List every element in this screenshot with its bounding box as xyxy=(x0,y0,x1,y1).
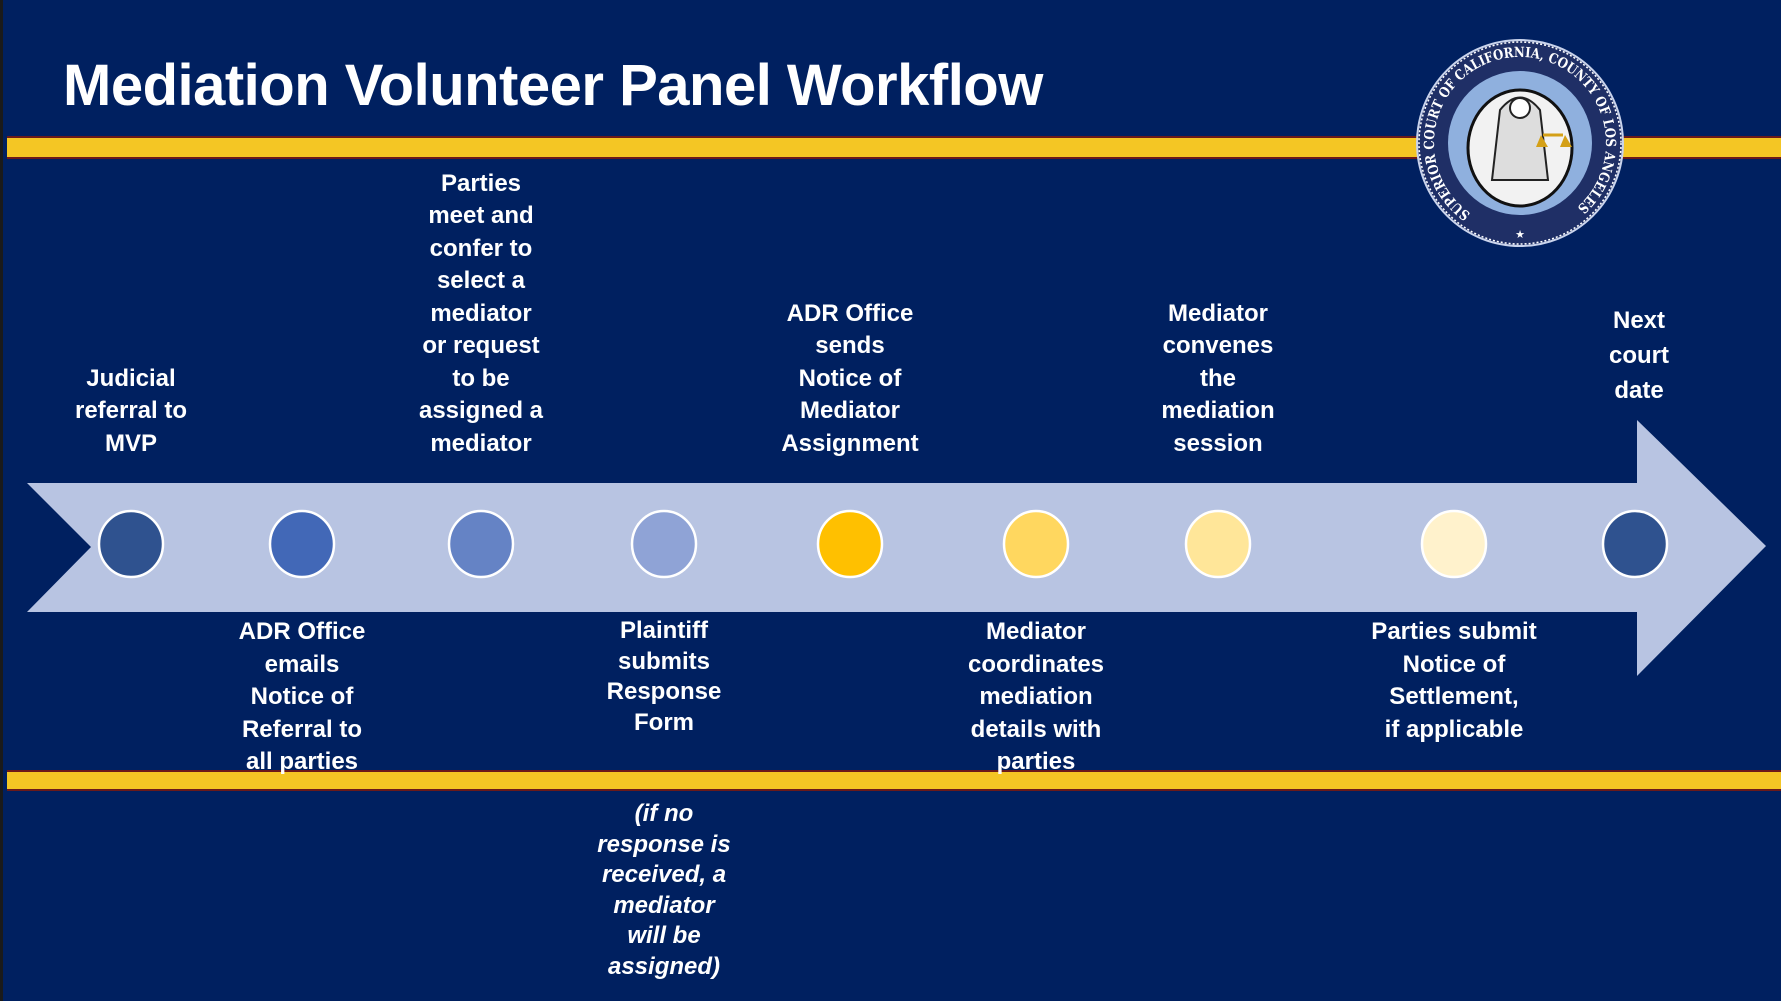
label-line: Referral to xyxy=(241,715,363,743)
label-line: meet and xyxy=(428,202,534,229)
note-line: mediator xyxy=(613,891,715,919)
step-7-marker xyxy=(1184,509,1252,579)
label-line: Mediator xyxy=(985,618,1086,645)
label-line: mediator xyxy=(430,299,532,327)
court-seal: SUPERIOR COURT OF CALIFORNIA, COUNTY OF … xyxy=(1416,39,1624,247)
note-line: received, a xyxy=(601,861,727,888)
step-1-label: Judicial referral to MVP xyxy=(75,363,187,461)
label-line: all parties xyxy=(245,748,359,775)
label-line: Mediator xyxy=(799,397,901,424)
label-line: Notice of xyxy=(250,683,354,710)
step-4-marker xyxy=(630,509,698,579)
label-line: Plaintiff xyxy=(619,617,708,644)
label-line: ADR Office xyxy=(786,299,914,327)
label-line: mediation xyxy=(979,683,1093,710)
label-line: convenes xyxy=(1162,332,1274,359)
step-2-marker xyxy=(268,509,336,579)
step-9-marker xyxy=(1601,509,1669,579)
step-3-marker xyxy=(447,509,515,579)
bottom-gold-divider xyxy=(7,770,1781,791)
label-line: referral to xyxy=(74,397,188,424)
label-line: assigned a xyxy=(418,397,544,424)
label-line: select a xyxy=(436,267,526,294)
step-6-marker xyxy=(1002,509,1070,579)
note-line: assigned) xyxy=(607,952,721,980)
label-line: or request xyxy=(422,332,540,359)
label-line: submits xyxy=(617,647,711,675)
workflow-arrow-diagram: SUPERIOR COURT OF CALIFORNIA, COUNTY OF … xyxy=(27,39,1766,676)
label-line: confer to xyxy=(429,234,533,262)
note-line: response is xyxy=(597,830,731,858)
label-line: Notice of xyxy=(1402,650,1506,678)
label-line: to be xyxy=(452,364,510,392)
step-4-note: (if no response is received, a mediator will… xyxy=(597,799,730,982)
step-1-marker xyxy=(97,509,165,579)
label-line: Next xyxy=(1612,307,1666,334)
label-line: session xyxy=(1173,429,1263,457)
step-7-label: Mediator convenes the mediation session xyxy=(1161,298,1274,461)
label-line: Mediator xyxy=(1167,299,1268,327)
label-line: sends xyxy=(815,332,885,359)
step-6-label: Mediator coordinates mediation details with… xyxy=(968,616,1104,779)
step-9-label: Next court date xyxy=(1609,303,1669,408)
label-line: the xyxy=(1200,364,1236,392)
label-line: emails xyxy=(264,650,340,678)
slide-title: Mediation Volunteer Panel Workflow xyxy=(63,53,1043,118)
label-line: MVP xyxy=(104,429,158,457)
label-line: mediation xyxy=(1161,397,1275,424)
label-line: court xyxy=(1609,342,1669,369)
step-5-marker xyxy=(816,509,884,579)
note-line: (if no xyxy=(634,800,694,827)
step-8-marker xyxy=(1420,509,1488,579)
label-line: ADR Office xyxy=(238,618,366,645)
label-line: Form xyxy=(633,708,694,736)
label-line: date xyxy=(1614,377,1664,404)
label-line: coordinates xyxy=(967,650,1105,678)
label-line: Judicial xyxy=(86,364,176,392)
seal-star-icon: ★ xyxy=(1515,229,1525,241)
label-line: if applicable xyxy=(1384,715,1524,743)
note-line: will be xyxy=(627,922,701,949)
step-3-label: Parties meet and confer to select a mediator… xyxy=(419,168,543,461)
top-gold-divider xyxy=(7,136,1781,159)
label-line: Parties submit xyxy=(1371,618,1537,645)
label-line: Settlement, xyxy=(1389,683,1519,710)
timeline-arrow xyxy=(27,420,1766,676)
label-line: details with xyxy=(970,715,1102,743)
label-line: Assignment xyxy=(781,429,919,457)
label-line: Parties xyxy=(440,169,522,197)
label-line: Response xyxy=(606,678,722,705)
label-line: mediator xyxy=(430,429,532,457)
label-line: Notice of xyxy=(798,364,902,392)
label-line: parties xyxy=(996,748,1076,775)
